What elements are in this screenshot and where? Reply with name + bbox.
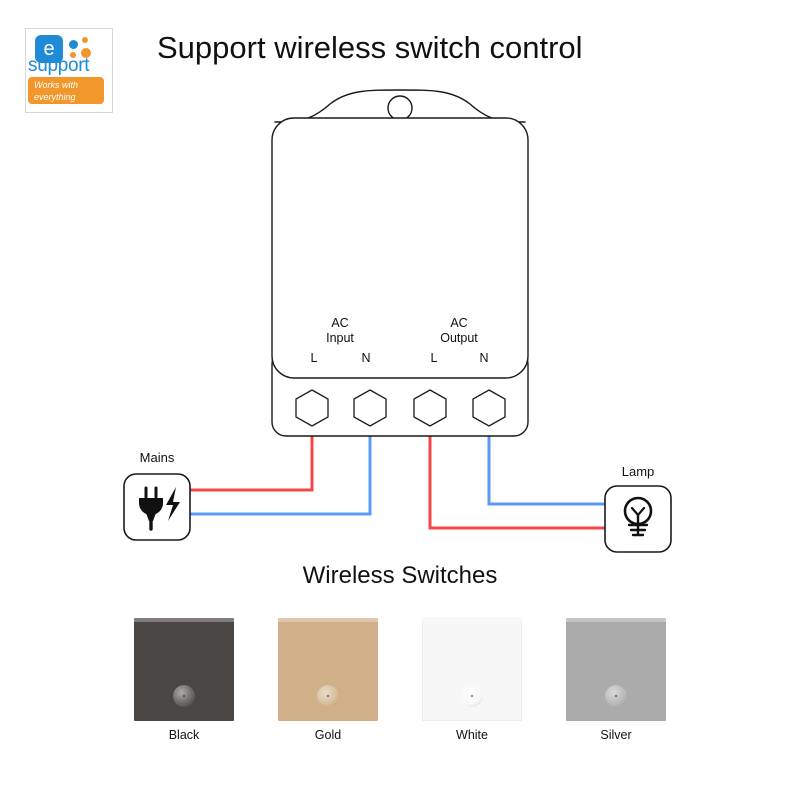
ac-input-line1: AC [331, 316, 349, 330]
wireless-switch-black[interactable]: Black [134, 618, 234, 742]
logo-tagline-line2: everything [34, 92, 76, 102]
wire-mains-live [190, 418, 314, 492]
logo-tagline: Works with everything [28, 77, 104, 104]
logo-tagline-line1: Works with [34, 80, 79, 90]
logo-dot-orange-large [81, 48, 91, 58]
terminal-label-output-l: L [430, 351, 438, 365]
logo-dot-blue [69, 40, 78, 49]
terminal-screw-output-l [413, 389, 447, 427]
switch-button-icon [317, 685, 339, 707]
switch-button-icon [173, 685, 195, 707]
logo-e-letter: e [43, 38, 55, 60]
power-plug-icon [139, 486, 180, 531]
terminal-label-input-l: L [310, 351, 318, 365]
wire-lamp-live [428, 418, 605, 530]
ac-output-line1: AC [450, 316, 468, 330]
wireless-switch-gold[interactable]: Gold [278, 618, 378, 742]
switch-label: Silver [600, 728, 632, 742]
wireless-switches-heading: Wireless Switches [302, 562, 498, 589]
lamp-label: Lamp [621, 464, 655, 479]
logo-wordmark: support [28, 55, 90, 76]
esupport-logo: e support Works with everything [25, 28, 113, 113]
switch-gloss [422, 618, 522, 622]
logo-dot-orange-tiny [70, 52, 76, 58]
switch-gloss [134, 618, 234, 622]
logo-e-tile: e [35, 35, 63, 63]
wire-mains-neutral [190, 418, 372, 516]
terminal-screw-input-l [295, 389, 329, 427]
switch-label: Gold [314, 728, 342, 742]
light-bulb-icon [623, 496, 653, 537]
pairing-button[interactable] [387, 95, 413, 121]
ac-input-label: AC Input [305, 316, 375, 346]
ac-output-label: AC Output [424, 316, 494, 346]
terminal-label-input-n: N [361, 351, 371, 365]
switch-button-icon [461, 685, 483, 707]
terminal-screw-output-n [472, 389, 506, 427]
switch-label: Black [168, 728, 200, 742]
logo-mark: e [31, 35, 107, 65]
terminal-label-output-n: N [479, 351, 489, 365]
switch-label: White [456, 728, 488, 742]
wireless-switch-white[interactable]: White [422, 618, 522, 742]
switch-gloss [278, 618, 378, 622]
ac-input-line2: Input [326, 331, 354, 345]
ac-output-line2: Output [440, 331, 478, 345]
switch-button-icon [605, 685, 627, 707]
logo-dot-orange-small [82, 37, 88, 43]
wire-lamp-neutral [487, 418, 605, 506]
mains-label: Mains [139, 450, 175, 465]
switch-gloss [566, 618, 666, 622]
page-title: Support wireless switch control [157, 30, 583, 65]
device-body [271, 117, 529, 379]
terminal-screw-input-n [353, 389, 387, 427]
wireless-switch-silver[interactable]: Silver [566, 618, 666, 742]
